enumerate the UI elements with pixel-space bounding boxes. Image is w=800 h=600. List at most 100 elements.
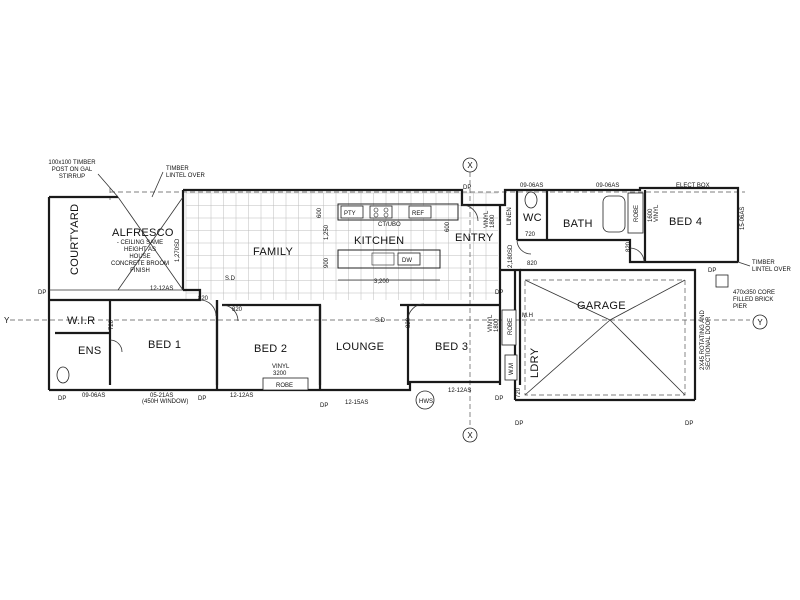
fixture-labels: PTY CT/UBO REF DW LINEN ROBE ROBE ROBE H…	[272, 204, 660, 405]
svg-text:STIRRUP: STIRRUP	[59, 174, 85, 180]
svg-text:CT/UBO: CT/UBO	[378, 222, 401, 228]
svg-text:ROBE: ROBE	[508, 318, 514, 335]
svg-text:LINEN: LINEN	[507, 207, 513, 225]
garage-door-note: 2X45 ROTATING AND SECTIONAL DOOR	[700, 310, 712, 370]
svg-text:M.H: M.H	[522, 313, 533, 319]
svg-text:720: 720	[109, 319, 115, 330]
room-family: FAMILY	[253, 246, 293, 258]
grid-marker-y-right: Y	[752, 314, 768, 330]
svg-text:(450H WINDOW): (450H WINDOW)	[142, 399, 188, 405]
svg-text:12-12AS: 12-12AS	[448, 388, 471, 394]
room-wir: W.I.R	[67, 315, 95, 327]
svg-text:REF: REF	[412, 211, 424, 217]
svg-text:09-06AS: 09-06AS	[596, 183, 619, 189]
svg-text:1,250: 1,250	[324, 224, 330, 240]
svg-text:SECTIONAL DOOR: SECTIONAL DOOR	[706, 316, 712, 370]
svg-text:3,200: 3,200	[374, 279, 390, 285]
svg-text:820: 820	[232, 307, 243, 313]
svg-text:- CEILING SAME: - CEILING SAME	[117, 240, 163, 246]
svg-text:DW: DW	[402, 258, 412, 264]
svg-text:1,270SD: 1,270SD	[175, 238, 181, 262]
callout-lintel-note: TIMBER LINTEL OVER	[151, 166, 205, 198]
svg-text:VINYL: VINYL	[484, 210, 490, 228]
room-wc: WC	[523, 212, 542, 224]
tile-grid	[185, 192, 498, 300]
room-bath: BATH	[563, 218, 593, 230]
svg-text:DP: DP	[58, 396, 66, 402]
svg-text:15-06AS: 15-06AS	[740, 207, 746, 230]
callout-pier-note: 470x350 CORE FILLED BRICK PIER	[733, 290, 775, 310]
svg-text:CONCRETE BROOM: CONCRETE BROOM	[111, 261, 169, 267]
room-labels: COURTYARD ALFRESCO FAMILY KITCHEN ENTRY …	[67, 204, 702, 378]
svg-text:2X45 ROTATING AND: 2X45 ROTATING AND	[700, 310, 706, 370]
svg-text:12-15AS: 12-15AS	[345, 400, 368, 406]
svg-text:TIMBER: TIMBER	[752, 260, 775, 266]
svg-text:HWS: HWS	[419, 399, 433, 405]
downpipe-markers: DP DP DP DP DP DP DP DP DP DP	[38, 185, 716, 427]
svg-text:DP: DP	[708, 268, 716, 274]
svg-text:DP: DP	[320, 403, 328, 409]
svg-text:DP: DP	[685, 421, 693, 427]
svg-text:Y: Y	[4, 316, 10, 325]
svg-text:ELECT BOX: ELECT BOX	[676, 183, 710, 189]
svg-text:600: 600	[445, 221, 451, 232]
alfresco-roof-lines	[117, 196, 184, 291]
svg-text:PIER: PIER	[733, 304, 748, 310]
svg-text:720: 720	[525, 232, 536, 238]
svg-text:1800: 1800	[494, 318, 500, 332]
svg-text:DP: DP	[515, 421, 523, 427]
door-swings	[109, 204, 645, 353]
svg-text:FILLED BRICK: FILLED BRICK	[733, 297, 773, 303]
room-bed2: BED 2	[254, 343, 287, 355]
svg-text:05-21AS: 05-21AS	[150, 393, 173, 399]
svg-text:12-12AS: 12-12AS	[150, 286, 173, 292]
svg-text:FINISH: FINISH	[130, 268, 150, 274]
room-entry: ENTRY	[455, 232, 494, 244]
svg-text:DP: DP	[198, 396, 206, 402]
svg-text:DP: DP	[38, 290, 46, 296]
room-bed1: BED 1	[148, 339, 181, 351]
dimensions: 600 1,250 900 600 3,200 1,270SD 820 820 …	[109, 207, 632, 398]
room-ldry: LDRY	[529, 347, 541, 378]
svg-text:POST ON GAL: POST ON GAL	[52, 167, 93, 173]
svg-text:2,180SD: 2,180SD	[508, 244, 514, 268]
svg-text:470x350 CORE: 470x350 CORE	[733, 290, 775, 296]
alfresco-note: - CEILING SAME HEIGHT AS HOUSE CONCRETE …	[111, 240, 169, 274]
garage-roof-lines	[524, 279, 686, 396]
fixtures	[56, 191, 729, 410]
svg-text:820: 820	[406, 317, 412, 328]
svg-text:12-12AS: 12-12AS	[230, 393, 253, 399]
svg-text:VINYL: VINYL	[272, 364, 290, 370]
grid-marker-x-top: X	[462, 157, 478, 173]
room-garage: GARAGE	[577, 300, 626, 312]
svg-text:LINTEL OVER: LINTEL OVER	[166, 173, 205, 179]
svg-text:09-06AS: 09-06AS	[82, 393, 105, 399]
svg-text:ROBE: ROBE	[276, 383, 293, 389]
room-bed4: BED 4	[669, 216, 702, 228]
svg-text:X: X	[467, 431, 473, 440]
room-kitchen: KITCHEN	[354, 235, 404, 247]
room-courtyard: COURTYARD	[69, 204, 81, 275]
svg-text:S.D: S.D	[375, 318, 386, 324]
callout-post-note: 100x100 TIMBER POST ON GAL STIRRUP	[48, 160, 119, 198]
svg-text:DP: DP	[495, 290, 503, 296]
svg-text:HEIGHT AS: HEIGHT AS	[124, 247, 156, 253]
svg-text:VINYL: VINYL	[654, 204, 660, 222]
grid-marker-y-left: Y	[4, 316, 10, 325]
svg-text:Y: Y	[757, 318, 763, 327]
svg-text:VINYL: VINYL	[488, 314, 494, 332]
room-lounge: LOUNGE	[336, 341, 384, 353]
grid-marker-x-bottom: X	[462, 427, 478, 443]
svg-text:820: 820	[198, 296, 209, 302]
window-labels: 09-06AS 09-06AS 12-12AS 09-06AS 05-21AS …	[82, 183, 746, 406]
svg-text:PTY: PTY	[344, 211, 356, 217]
svg-text:DP: DP	[495, 396, 503, 402]
callout-lintel-note-right: TIMBER LINTEL OVER	[737, 260, 791, 273]
svg-text:S.D: S.D	[225, 276, 236, 282]
svg-text:LINTEL OVER: LINTEL OVER	[752, 267, 791, 273]
svg-text:3200: 3200	[273, 371, 287, 377]
svg-text:HOUSE: HOUSE	[129, 254, 150, 260]
svg-text:TIMBER: TIMBER	[166, 166, 189, 172]
room-alfresco: ALFRESCO	[112, 227, 174, 239]
svg-text:600: 600	[317, 207, 323, 218]
